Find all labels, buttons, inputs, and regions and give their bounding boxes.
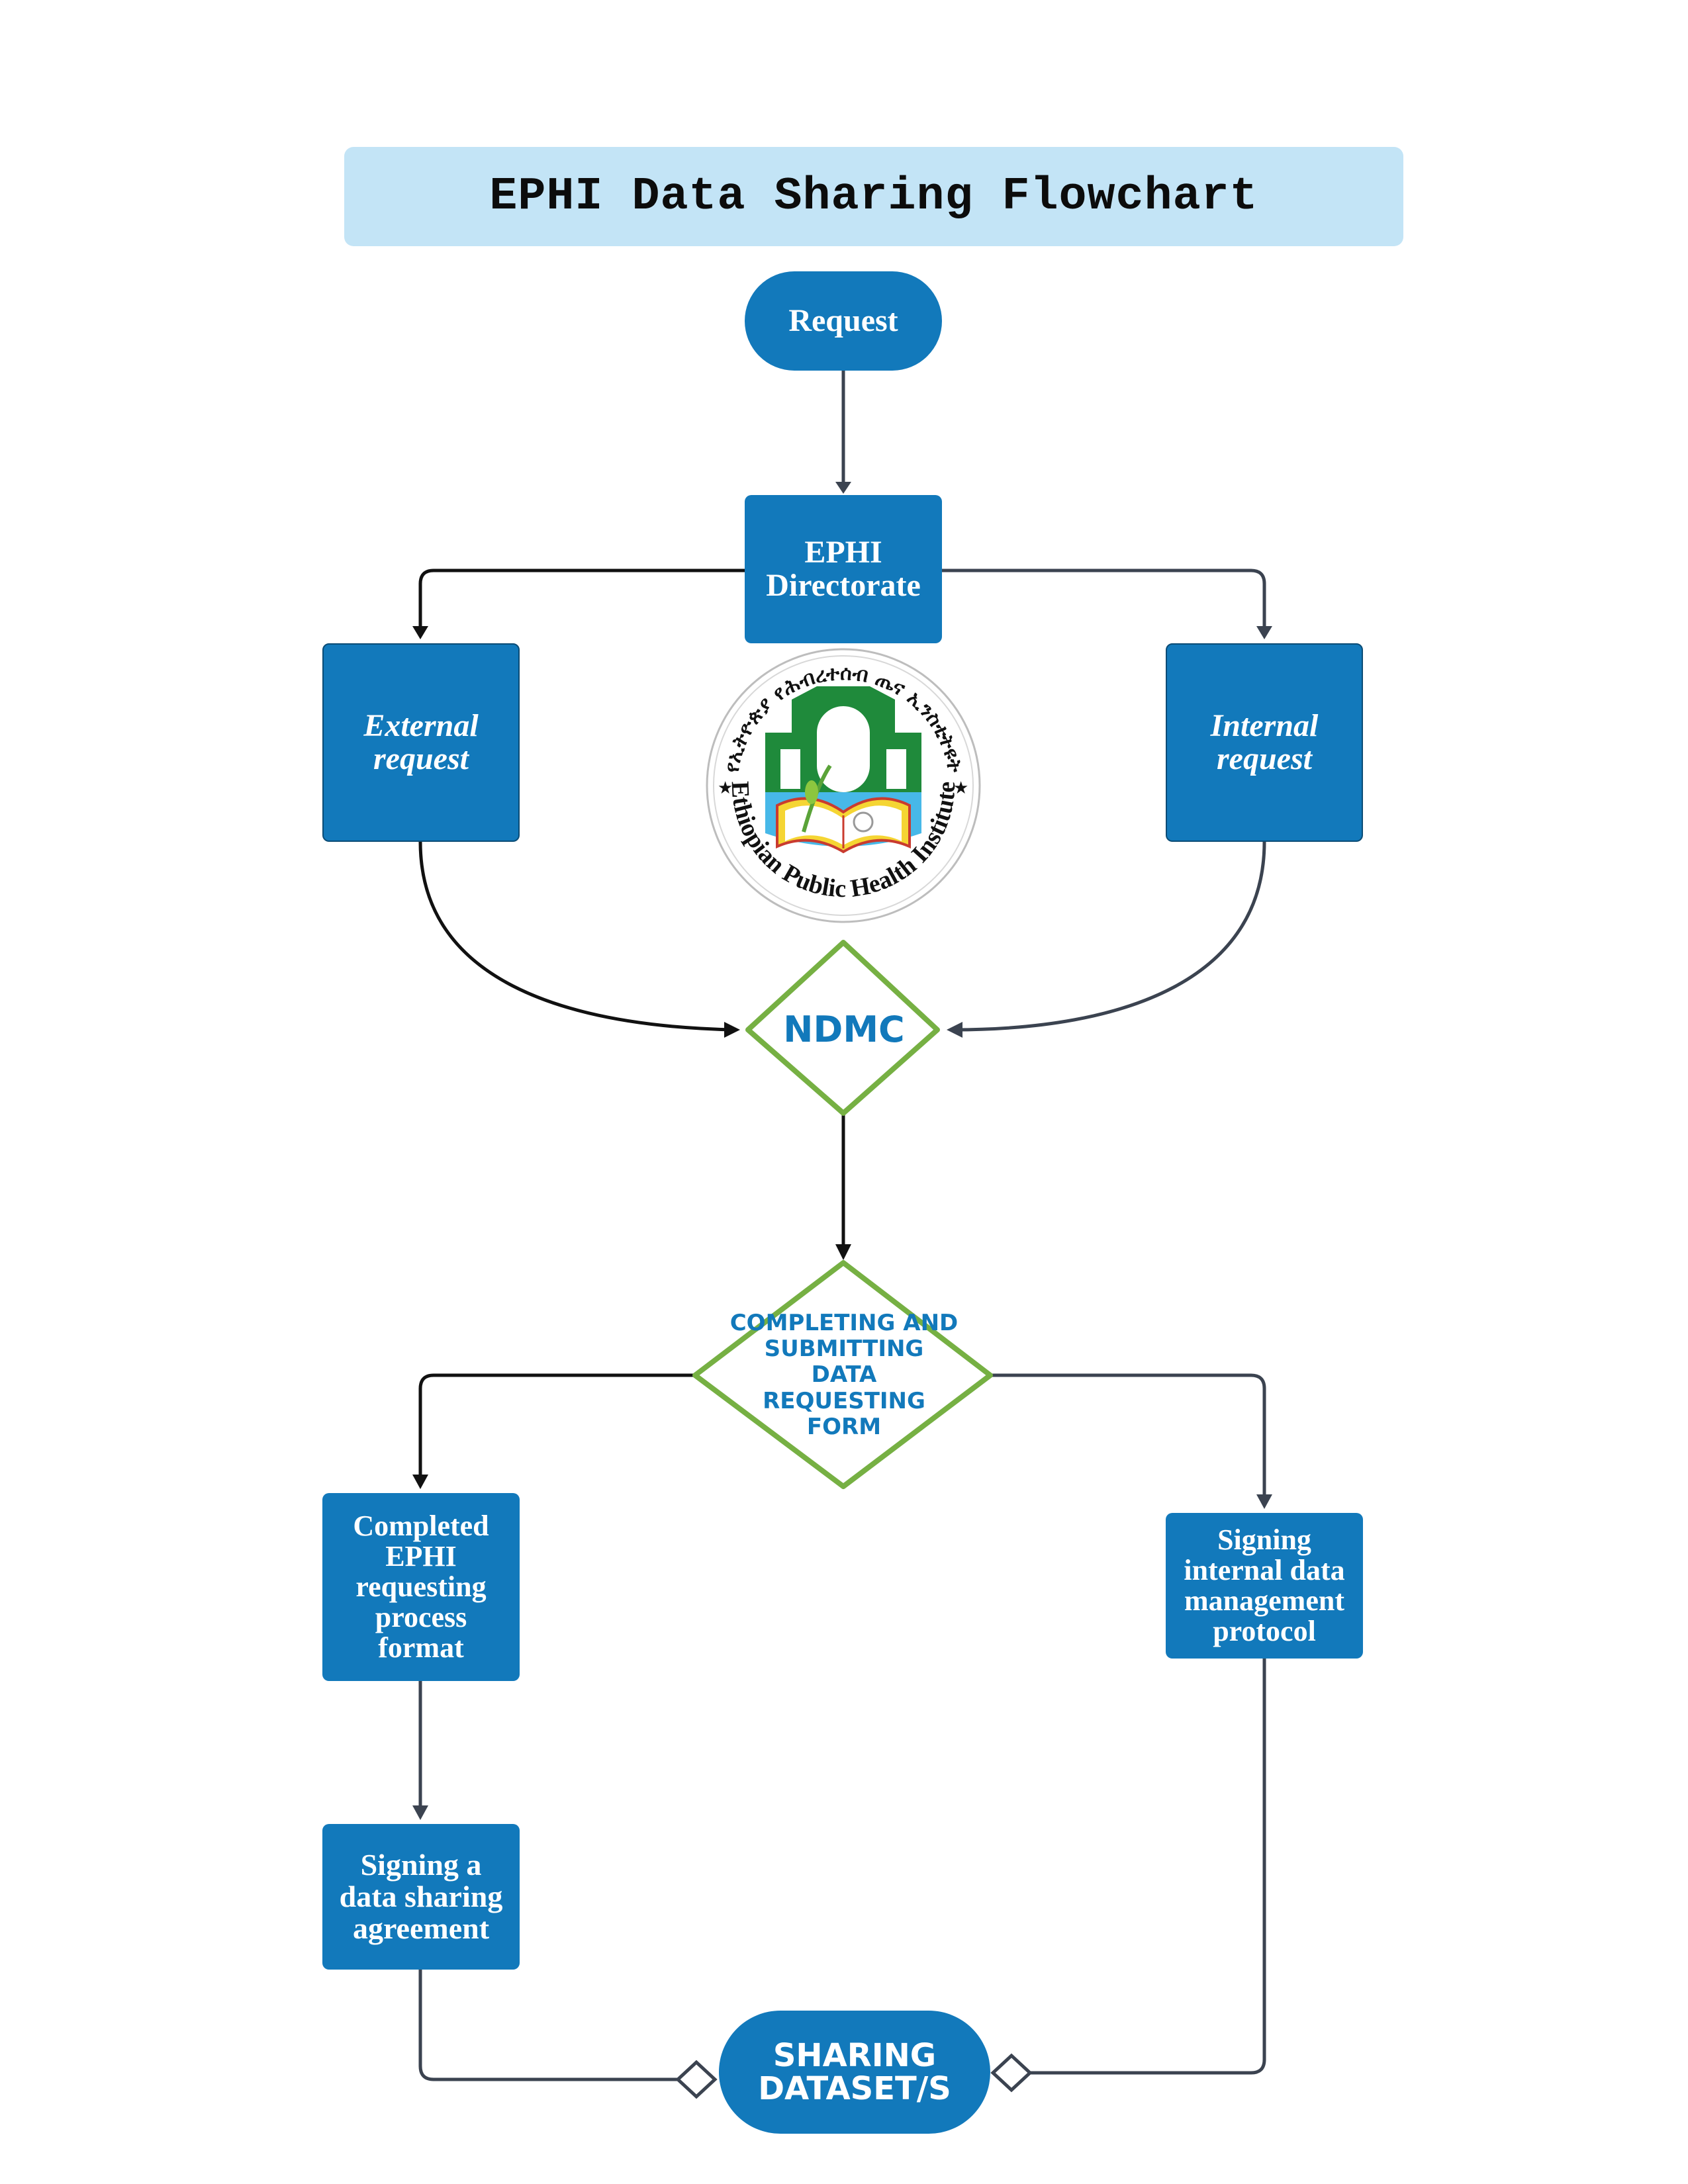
- node-external-request[interactable]: External request: [322, 643, 520, 842]
- edge-form-completed: [418, 1373, 695, 1482]
- node-signing-agreement-label: Signing a data sharing agreement: [339, 1847, 503, 1946]
- connector-diamond-right: [990, 2053, 1033, 2093]
- form-label: COMPLETING AND SUBMITTING DATA REQUESTIN…: [729, 1310, 959, 1440]
- node-internal-label: Internal request: [1210, 707, 1319, 776]
- node-sharing-label: SHARING DATASET/S: [758, 2036, 951, 2107]
- edge-agreement-sharing: [418, 1970, 678, 2081]
- title-bar: EPHI Data Sharing Flowchart: [344, 147, 1403, 246]
- node-signing-internal-label: Signing internal data management protoco…: [1184, 1523, 1345, 1648]
- node-external-label: External request: [363, 707, 479, 776]
- node-request-label: Request: [788, 302, 898, 338]
- ndmc-diamond: [745, 940, 940, 1116]
- svg-text:★: ★: [718, 778, 733, 798]
- edge-form-signing-internal: [990, 1373, 1266, 1502]
- edge-directorate-external: [418, 569, 745, 634]
- edge-directorate-internal: [942, 569, 1266, 634]
- node-request[interactable]: Request: [745, 271, 942, 371]
- node-internal-request[interactable]: Internal request: [1166, 643, 1363, 842]
- node-signing-internal[interactable]: Signing internal data management protoco…: [1166, 1513, 1363, 1659]
- node-completed-label: Completed EPHI requesting process format: [353, 1509, 489, 1664]
- node-signing-agreement[interactable]: Signing a data sharing agreement: [322, 1824, 520, 1970]
- svg-text:★: ★: [953, 778, 968, 798]
- page-title: EPHI Data Sharing Flowchart: [489, 170, 1258, 223]
- node-directorate[interactable]: EPHI Directorate: [745, 495, 942, 643]
- node-completed-format[interactable]: Completed EPHI requesting process format: [322, 1493, 520, 1681]
- node-directorate-label: EPHI Directorate: [766, 534, 921, 603]
- ndmc-label: NDMC: [783, 1008, 905, 1050]
- form-diamond: [692, 1260, 993, 1489]
- edge-signing-internal-sharing: [1030, 1659, 1266, 2075]
- node-sharing-datasets[interactable]: SHARING DATASET/S: [719, 2011, 990, 2134]
- edge-internal-ndmc: [953, 841, 1266, 1032]
- ephi-logo: የኢትዮጵያ የሕብረተሰብ ጤና ኢንስቲትዩት Ethiopian Publ…: [706, 648, 981, 923]
- edge-external-ndmc: [418, 841, 734, 1032]
- connector-diamond-left: [675, 2060, 718, 2099]
